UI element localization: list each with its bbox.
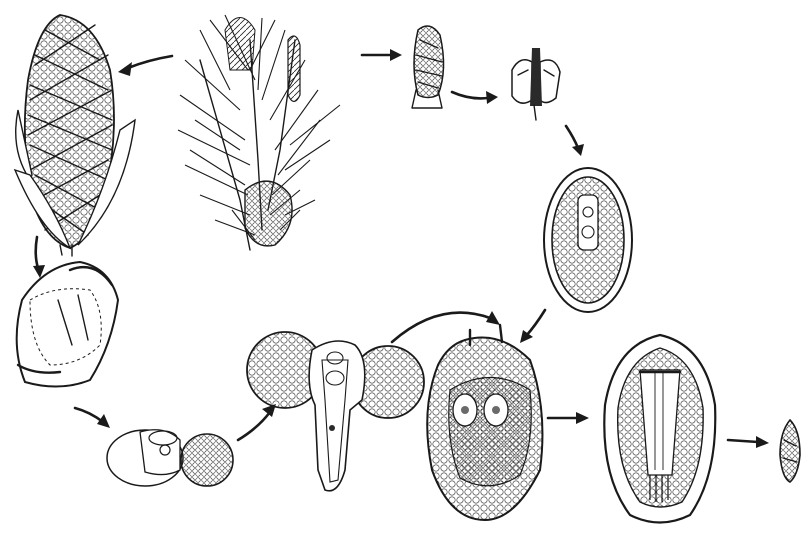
female-cone-icon xyxy=(15,15,135,256)
ovuliferous-scale-icon xyxy=(17,262,118,387)
embryo-in-seed-icon xyxy=(604,335,715,523)
archegonia-ovule-icon xyxy=(427,325,542,520)
seed-icon xyxy=(780,420,800,482)
pine-branch-icon xyxy=(178,15,340,250)
pollen-grain-icon xyxy=(107,430,233,486)
microsporophyll-icon xyxy=(512,48,560,120)
male-cone-icon xyxy=(412,26,444,108)
ovule-section-icon xyxy=(544,168,632,312)
